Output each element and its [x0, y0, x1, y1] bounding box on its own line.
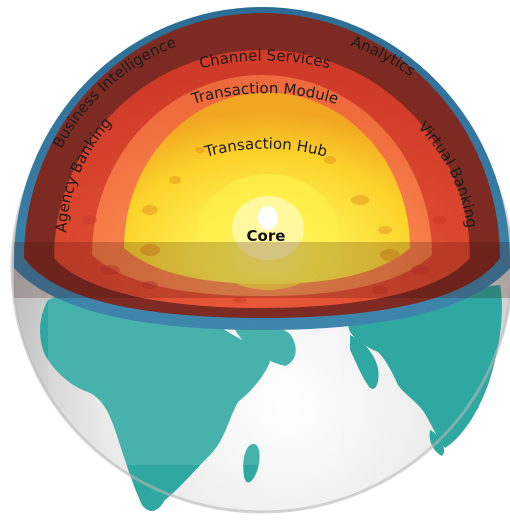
overlay-band	[14, 242, 510, 298]
core-glow	[198, 174, 338, 290]
arabia-shape	[232, 320, 296, 366]
india-shape	[350, 335, 379, 389]
continents	[40, 285, 502, 512]
africa-shape	[40, 289, 271, 512]
madagascar-shape	[243, 443, 260, 483]
layer-texture	[83, 215, 447, 303]
asia-shape	[344, 285, 502, 448]
label-core: Core	[247, 227, 286, 245]
